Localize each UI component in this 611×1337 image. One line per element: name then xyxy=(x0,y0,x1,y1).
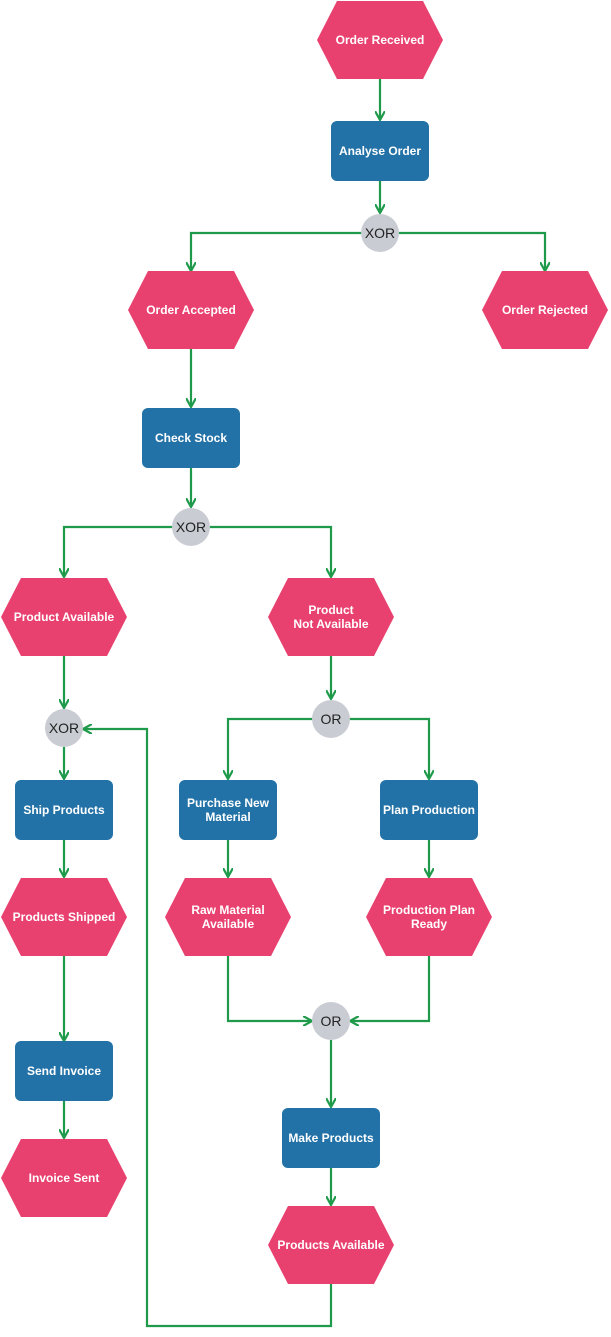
edge-ready-to-or2 xyxy=(351,956,431,1021)
edge-or1-to-plan xyxy=(349,717,429,778)
edge-raw-to-or2 xyxy=(226,956,311,1021)
edge-xor1-to-rejected xyxy=(398,231,545,270)
event-shape xyxy=(1,1139,127,1217)
edge-xor2-to-product-available xyxy=(64,525,173,576)
gate-label: XOR xyxy=(176,519,206,535)
event-label-line-1: Production Plan xyxy=(383,903,475,917)
event-label: Products Shipped xyxy=(13,910,116,924)
function-shape xyxy=(331,121,429,181)
event-production-plan-ready[interactable]: Production Plan Ready xyxy=(366,878,492,956)
event-label: Order Rejected xyxy=(502,303,588,317)
gate-xor-stock[interactable]: XOR xyxy=(172,508,210,546)
event-shape xyxy=(366,878,492,956)
gate-label: OR xyxy=(321,711,342,727)
event-label-line-2: Ready xyxy=(411,917,447,931)
event-product-not-available[interactable]: Product Not Available xyxy=(268,578,394,656)
event-product-available[interactable]: Product Available xyxy=(1,578,127,656)
gate-label: OR xyxy=(321,1013,342,1029)
function-label: Send Invoice xyxy=(27,1064,101,1078)
edge-xor1-to-accepted xyxy=(191,231,362,270)
edge-xor2-to-not-available xyxy=(209,525,331,576)
event-label: Invoice Sent xyxy=(29,1171,100,1185)
event-order-rejected[interactable]: Order Rejected xyxy=(482,271,608,349)
event-shape xyxy=(1,578,127,656)
function-label: Analyse Order xyxy=(339,144,421,158)
event-label-line-2: Available xyxy=(202,917,255,931)
connector-edges xyxy=(64,79,545,1328)
event-order-received[interactable]: Order Received xyxy=(317,1,443,79)
function-shape xyxy=(15,780,113,840)
gate-shape xyxy=(45,709,83,747)
function-shape xyxy=(179,780,277,840)
gate-label: XOR xyxy=(49,720,79,736)
function-plan-production[interactable]: Plan Production xyxy=(380,780,478,840)
gate-shape xyxy=(361,214,399,252)
function-shape xyxy=(142,408,240,468)
edge-loop-back-to-xor3 xyxy=(84,729,333,1328)
gate-or-split[interactable]: OR xyxy=(312,700,350,738)
event-shape xyxy=(268,578,394,656)
gate-shape xyxy=(312,700,350,738)
function-ship-products[interactable]: Ship Products xyxy=(15,780,113,840)
event-shape xyxy=(128,271,254,349)
function-check-stock[interactable]: Check Stock xyxy=(142,408,240,468)
event-shape xyxy=(317,1,443,79)
event-shape xyxy=(165,878,291,956)
gate-xor-ship[interactable]: XOR xyxy=(45,709,83,747)
function-analyse-order[interactable]: Analyse Order xyxy=(331,121,429,181)
function-label: Ship Products xyxy=(23,803,105,817)
function-label-line-1: Purchase New xyxy=(187,796,270,810)
event-label: Order Received xyxy=(336,33,425,47)
function-label: Check Stock xyxy=(155,431,227,445)
function-purchase-new-material[interactable]: Purchase New Material xyxy=(179,780,277,840)
event-order-accepted[interactable]: Order Accepted xyxy=(128,271,254,349)
function-send-invoice[interactable]: Send Invoice xyxy=(15,1041,113,1101)
event-label: Product Available xyxy=(14,610,115,624)
gate-or-join[interactable]: OR xyxy=(312,1002,350,1040)
event-products-shipped[interactable]: Products Shipped xyxy=(1,878,127,956)
gate-shape xyxy=(312,1002,350,1040)
event-shape xyxy=(1,878,127,956)
function-label: Plan Production xyxy=(383,803,475,817)
event-raw-material-available[interactable]: Raw Material Available xyxy=(165,878,291,956)
function-shape xyxy=(282,1108,380,1168)
function-label-line-2: Material xyxy=(205,810,250,824)
event-label: Products Available xyxy=(277,1238,384,1252)
gate-label: XOR xyxy=(365,225,395,241)
event-products-available[interactable]: Products Available xyxy=(268,1206,394,1284)
event-label: Order Accepted xyxy=(146,303,236,317)
event-label-line-1: Raw Material xyxy=(191,903,264,917)
function-shape xyxy=(380,780,478,840)
gate-xor-analyse[interactable]: XOR xyxy=(361,214,399,252)
function-make-products[interactable]: Make Products xyxy=(282,1108,380,1168)
function-shape xyxy=(15,1041,113,1101)
event-shape xyxy=(268,1206,394,1284)
edge-or1-to-purchase xyxy=(228,717,313,778)
gate-shape xyxy=(172,508,210,546)
event-label-line-2: Not Available xyxy=(293,617,368,631)
function-label: Make Products xyxy=(288,1131,374,1145)
event-invoice-sent[interactable]: Invoice Sent xyxy=(1,1139,127,1217)
event-label-line-1: Product xyxy=(308,603,353,617)
event-shape xyxy=(482,271,608,349)
